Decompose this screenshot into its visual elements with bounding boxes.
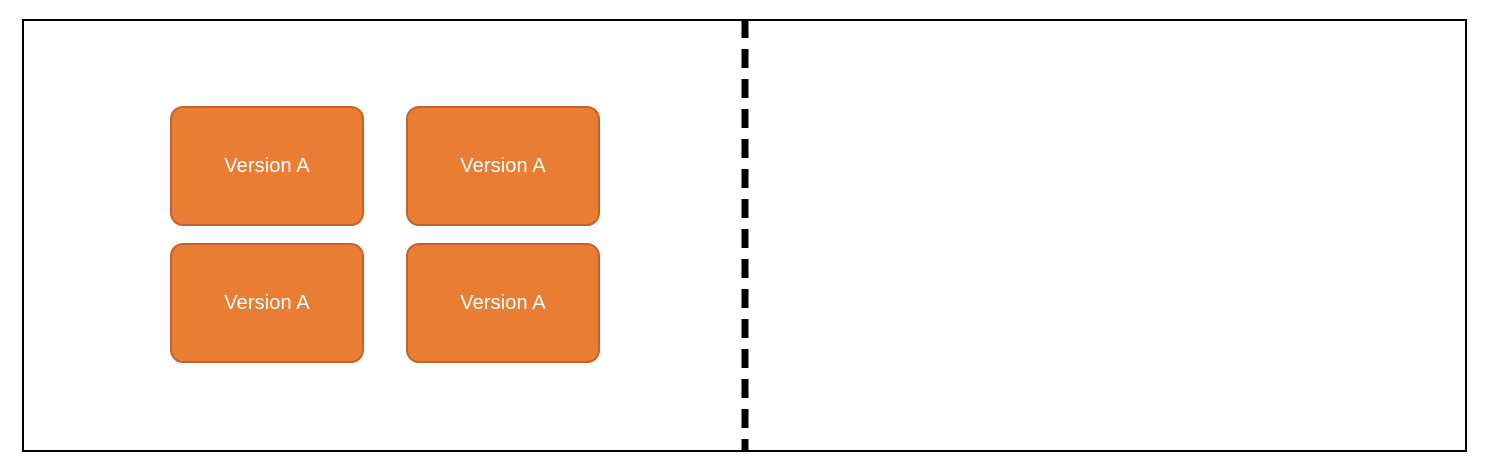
vertical-dashed-divider xyxy=(741,19,749,452)
version-box-label: Version A xyxy=(460,155,546,177)
version-box-row0-col0[interactable]: Version A xyxy=(170,106,364,226)
right-panel xyxy=(749,19,1467,452)
left-panel: Version A Version A Version A Version A xyxy=(170,106,600,363)
version-box-label: Version A xyxy=(224,292,310,314)
version-box-label: Version A xyxy=(460,292,546,314)
version-box-row1-col0[interactable]: Version A xyxy=(170,243,364,363)
version-box-row0-col1[interactable]: Version A xyxy=(406,106,600,226)
version-box-row1-col1[interactable]: Version A xyxy=(406,243,600,363)
version-box-label: Version A xyxy=(224,155,310,177)
